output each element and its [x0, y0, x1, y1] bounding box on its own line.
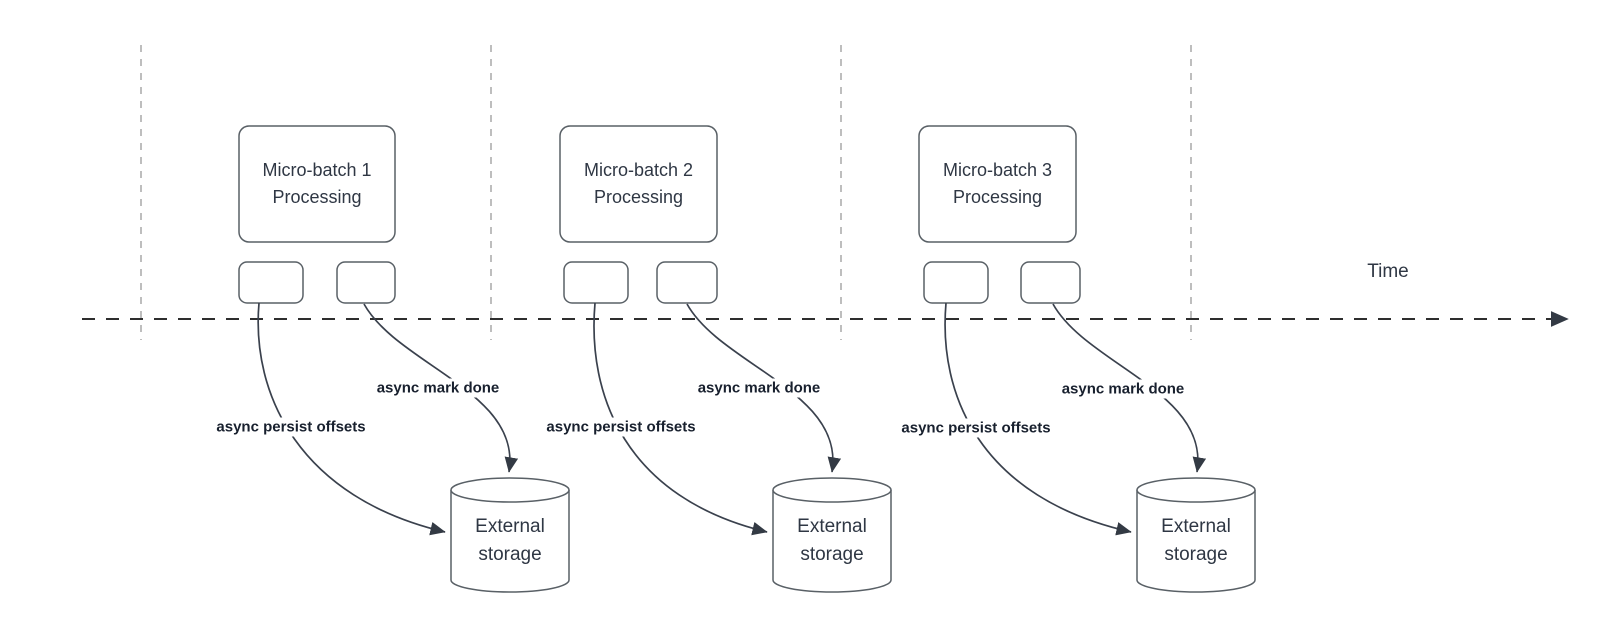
- batch-3-mark-done-label: async mark done: [1057, 379, 1189, 399]
- batch-1-persist-task-box: [238, 261, 304, 304]
- batch-2-persist-task-box: [563, 261, 629, 304]
- batch-1-persist-arrow: [257, 302, 446, 536]
- batch-2-storage-cylinder-top: [772, 477, 892, 503]
- batch-1-persist-label: async persist offsets: [212, 417, 370, 437]
- batch-2-persist-label: async persist offsets: [542, 417, 700, 437]
- batch-3-storage-cylinder-top: [1136, 477, 1256, 503]
- batch-2-storage-cylinder-body: [772, 490, 892, 593]
- batch-2-processing-box: [559, 125, 718, 243]
- batch-1-storage-cylinder-top: [450, 477, 570, 503]
- batch-3-persist-label: async persist offsets: [897, 418, 1055, 438]
- batch-1-processing-box: [238, 125, 396, 243]
- batch-2-persist-arrow: [593, 302, 768, 536]
- batch-3-persist-task-box: [923, 261, 989, 304]
- batch-1-storage-cylinder-body: [450, 490, 570, 593]
- batch-3-storage-cylinder-body: [1136, 490, 1256, 593]
- batch-1-done-task-box: [336, 261, 396, 304]
- batch-3-processing-box: [918, 125, 1077, 243]
- batch-3-group: [918, 125, 1256, 593]
- batch-2-group: [559, 125, 892, 593]
- time-axis-label: Time: [1367, 261, 1409, 282]
- batch-2-done-task-box: [656, 261, 718, 304]
- batch-3-done-task-box: [1020, 261, 1081, 304]
- batch-3-persist-arrow: [944, 302, 1132, 536]
- batch-2-mark-done-label: async mark done: [693, 378, 825, 398]
- batch-1-group: [238, 125, 570, 593]
- batch-1-mark-done-label: async mark done: [372, 378, 504, 398]
